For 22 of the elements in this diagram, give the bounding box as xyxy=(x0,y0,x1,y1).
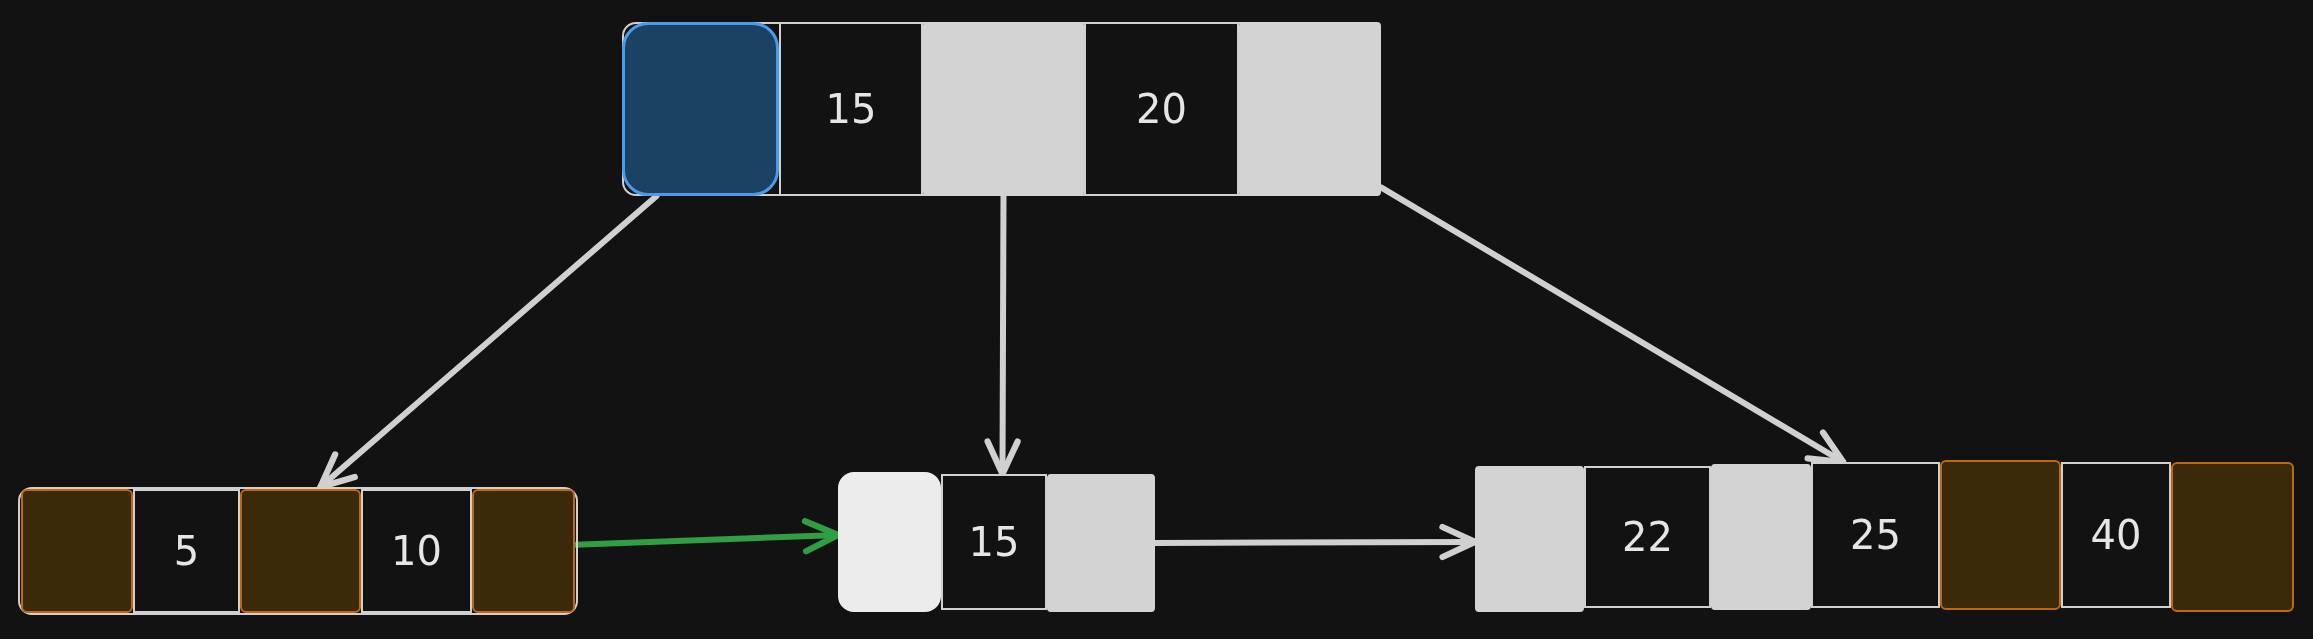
node-box xyxy=(18,487,578,615)
pointer-cell xyxy=(1047,474,1155,612)
key-cell: 10 xyxy=(361,489,472,613)
node-box xyxy=(622,22,1381,196)
pointer-cell xyxy=(1940,460,2061,610)
pointer-cell xyxy=(1475,466,1584,612)
key-cell: 40 xyxy=(2061,462,2171,608)
pointer-cell xyxy=(1711,464,1811,610)
key-cell: 15 xyxy=(941,474,1047,610)
key-cell: 22 xyxy=(1584,466,1711,608)
key-cell: 15 xyxy=(779,22,923,196)
pointer-cell xyxy=(838,472,941,612)
pointer-cell xyxy=(240,489,361,613)
key-cell: 25 xyxy=(1811,462,1940,608)
pointer-cell xyxy=(21,489,133,613)
pointer-cell xyxy=(923,22,1084,196)
key-cell: 20 xyxy=(1084,22,1239,196)
pointer-cell xyxy=(472,489,575,613)
pointer-cell xyxy=(2171,462,2294,612)
pointer-cell xyxy=(622,22,779,196)
pointer-cell xyxy=(1239,22,1381,196)
key-cell: 5 xyxy=(133,489,240,613)
